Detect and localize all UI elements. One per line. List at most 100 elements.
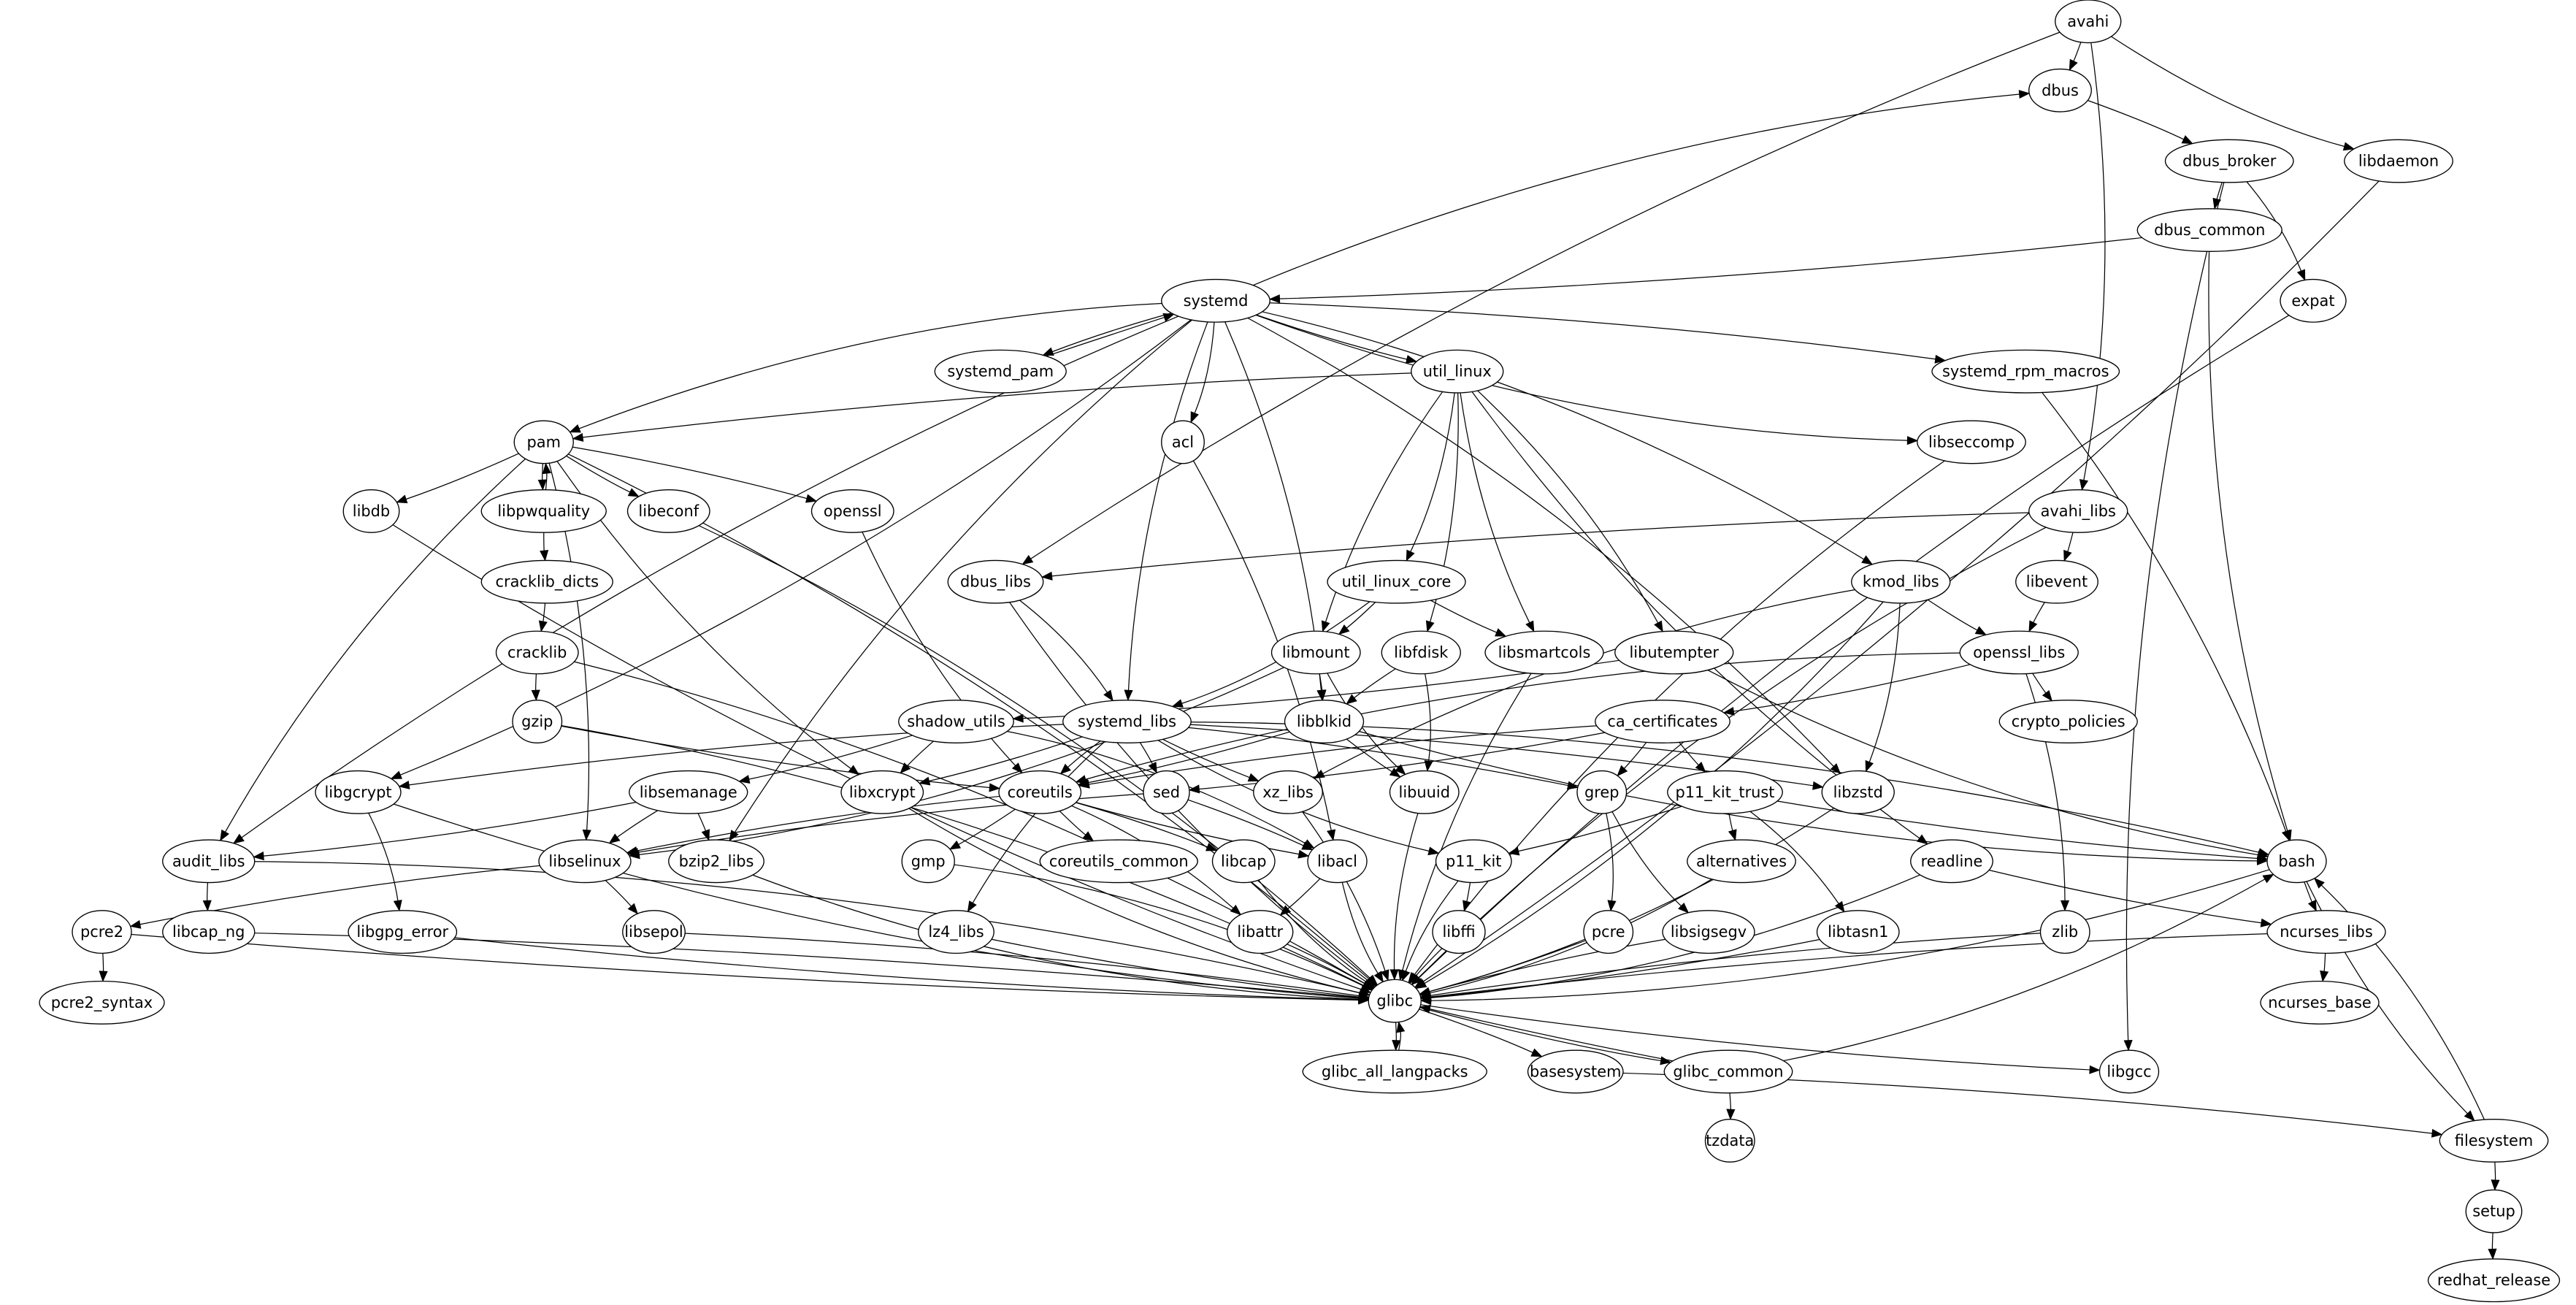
node-ellipse bbox=[2015, 559, 2098, 604]
edge-line bbox=[2491, 1232, 2493, 1249]
node-ellipse bbox=[2028, 68, 2092, 112]
edge-line bbox=[1707, 670, 2258, 856]
arrowhead-icon bbox=[1865, 759, 1874, 773]
arrowhead-icon bbox=[129, 919, 142, 929]
node-label: openssl_libs bbox=[1973, 643, 2065, 661]
edge-line bbox=[1188, 727, 1568, 787]
node-dbus-libs: dbus_libs bbox=[947, 559, 1044, 604]
edge-systemd-to-libgcrypt bbox=[390, 319, 1192, 779]
edge-cracklib_dicts-to-cracklib bbox=[538, 602, 548, 632]
node-label: ncurses_base bbox=[2268, 994, 2372, 1011]
node-label: cracklib bbox=[507, 643, 567, 661]
edge-line bbox=[1430, 869, 2270, 1001]
node-ellipse bbox=[1432, 910, 1486, 954]
node-kmod-libs: kmod_libs bbox=[1851, 559, 1951, 604]
node-ellipse bbox=[2344, 139, 2453, 183]
node-label: openssl bbox=[824, 502, 882, 520]
node-acl: acl bbox=[1161, 420, 1205, 464]
node-ellipse bbox=[934, 349, 1067, 394]
node-ellipse bbox=[1227, 910, 1294, 954]
edge-openssl_libs-to-coreutils bbox=[1075, 652, 1960, 784]
edge-libfdisk-to-libuuid bbox=[1424, 673, 1433, 772]
edge-line bbox=[2323, 953, 2326, 972]
edge-line bbox=[1419, 1009, 1533, 1053]
node-grep: grep bbox=[1576, 770, 1628, 814]
edge-line bbox=[1988, 869, 2262, 924]
node-ellipse bbox=[1307, 839, 1368, 884]
edge-line bbox=[908, 808, 1360, 994]
node-label: readline bbox=[1921, 852, 1983, 870]
node-ellipse bbox=[2266, 910, 2386, 954]
node-util-linux: util_linux bbox=[1411, 349, 1504, 394]
edge-line bbox=[2125, 182, 2225, 1041]
arrowhead-icon bbox=[2069, 58, 2078, 71]
node-ellipse bbox=[513, 420, 574, 464]
edge-line bbox=[1395, 1022, 1397, 1041]
edge-systemd_libs-to-xz_libs bbox=[1162, 738, 1260, 782]
arrowhead-icon bbox=[540, 549, 549, 562]
node-cracklib: cracklib bbox=[495, 630, 579, 675]
edge-line bbox=[543, 602, 546, 622]
arrowhead-icon bbox=[2089, 1065, 2101, 1074]
edge-util_linux_core-to-systemd_libs bbox=[1171, 601, 1371, 708]
arrowhead-icon bbox=[2342, 142, 2355, 151]
node-libattr: libattr bbox=[1227, 910, 1294, 954]
node-expat: expat bbox=[2280, 278, 2347, 323]
node-label: dbus_common bbox=[2154, 221, 2265, 239]
node-ellipse bbox=[1381, 630, 1461, 675]
edge-libpwquality-to-cracklib_dicts bbox=[540, 532, 549, 562]
edge-kmod_libs-to-glibc bbox=[1415, 601, 1884, 990]
node-label: libevent bbox=[2026, 573, 2088, 591]
node-libevent: libevent bbox=[2015, 559, 2098, 604]
edge-line bbox=[1255, 314, 1908, 441]
edge-line bbox=[2304, 881, 2312, 903]
edge-systemd-to-systemd_libs bbox=[1124, 321, 1208, 701]
edge-line bbox=[1279, 237, 2142, 299]
node-label: libmount bbox=[1282, 643, 1350, 661]
node-label: grep bbox=[1584, 784, 1619, 801]
arrowhead-icon bbox=[626, 848, 640, 857]
arrowhead-icon bbox=[2260, 918, 2272, 927]
edge-line bbox=[1398, 1031, 1402, 1051]
edge-libselinux-to-libsepol bbox=[605, 879, 639, 915]
arrowhead-icon bbox=[1247, 773, 1260, 782]
node-ellipse bbox=[1687, 839, 1796, 884]
arrowhead-icon bbox=[1297, 849, 1310, 859]
arrowhead-icon bbox=[1162, 313, 1175, 322]
edge-line bbox=[954, 864, 1364, 987]
edge-avahi-to-dbus_libs bbox=[1021, 31, 2061, 565]
edge-util_linux-to-pam bbox=[572, 372, 1411, 442]
edge-line bbox=[1868, 602, 1901, 762]
node-libxcrypt: libxcrypt bbox=[840, 770, 924, 814]
arrowhead-icon bbox=[1279, 905, 1292, 916]
node-ellipse bbox=[495, 630, 579, 675]
edge-line bbox=[566, 455, 630, 493]
node-label: gzip bbox=[521, 713, 553, 730]
edge-line bbox=[1256, 314, 1407, 360]
node-label: libutempter bbox=[1630, 643, 1720, 661]
node-ellipse bbox=[1576, 770, 1628, 814]
node-util-linux-core: util_linux_core bbox=[1327, 559, 1466, 604]
node-label: pcre2 bbox=[80, 923, 123, 941]
arrowhead-icon bbox=[1040, 571, 1053, 581]
edge-line bbox=[2042, 392, 2287, 832]
edge-filesystem-to-setup bbox=[2491, 1162, 2500, 1191]
edge-systemd_rpm_macros-to-bash bbox=[2042, 392, 2291, 842]
edge-dbus-to-dbus_broker bbox=[2088, 99, 2193, 145]
node-ellipse bbox=[1959, 630, 2079, 675]
node-label: sed bbox=[1153, 784, 1180, 801]
node-label: coreutils_common bbox=[1049, 852, 1189, 870]
node-pcre: pcre bbox=[1583, 910, 1634, 954]
edge-libutempter-to-bash bbox=[1707, 670, 2269, 860]
edge-systemd-to-systemd_pam bbox=[1042, 313, 1172, 356]
arrowhead-icon bbox=[1405, 355, 1418, 364]
arrowhead-icon bbox=[1463, 900, 1471, 912]
node-label: util_linux bbox=[1423, 363, 1492, 380]
node-ellipse bbox=[622, 910, 686, 954]
edge-coreutils-to-libacl bbox=[1076, 802, 1310, 859]
node-ellipse bbox=[2039, 910, 2090, 954]
arrowhead-icon bbox=[2313, 877, 2325, 889]
arrowhead-icon bbox=[1726, 1109, 1736, 1120]
edge-line bbox=[254, 861, 1360, 994]
edge-cracklib-to-gzip bbox=[531, 673, 540, 701]
